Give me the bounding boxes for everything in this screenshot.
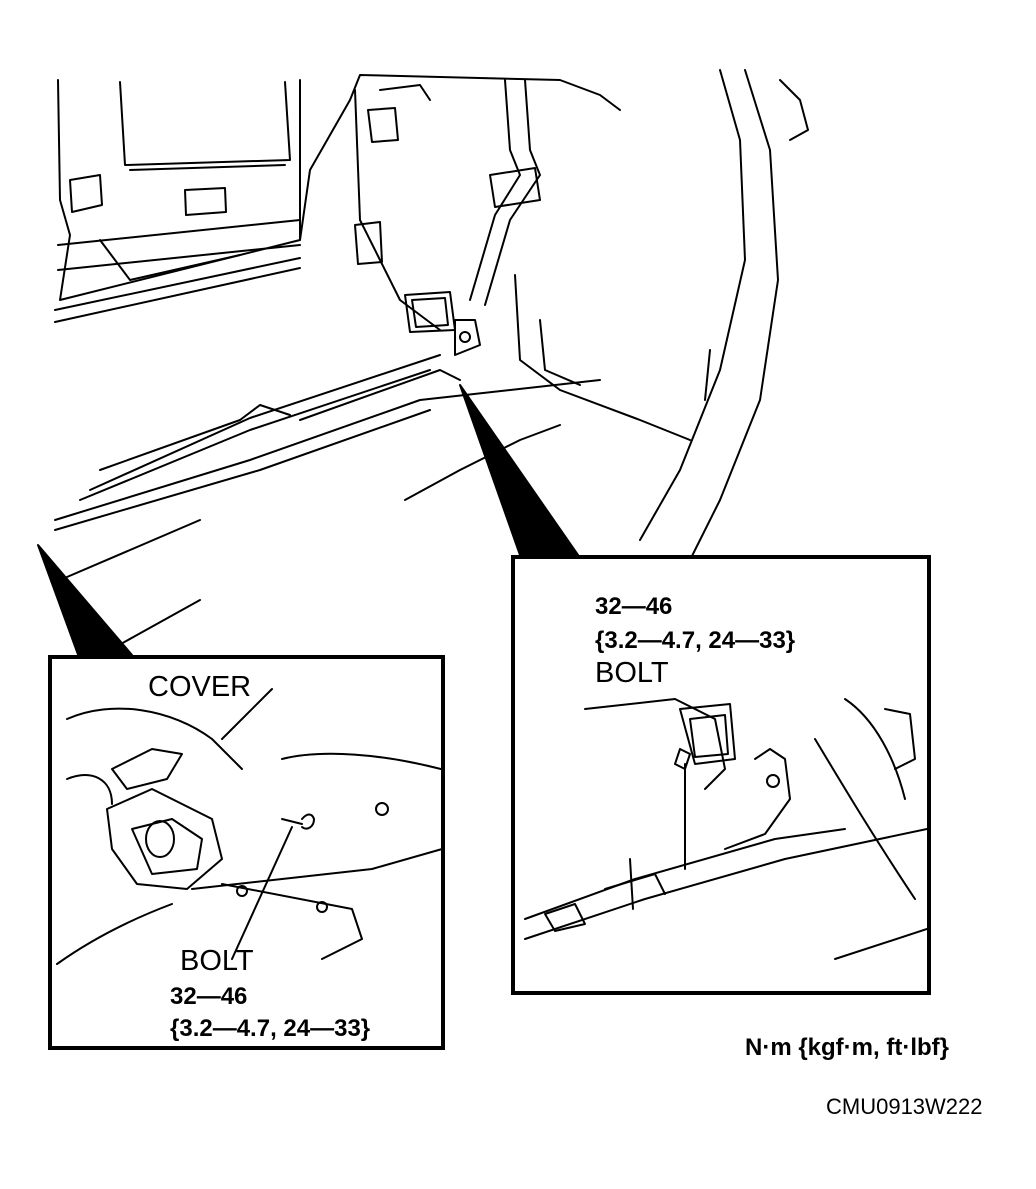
right-detail-drawing (524, 698, 927, 960)
units-note: N·m {kgf·m, ft·lbf} (745, 1034, 949, 1061)
left-torque-nm: 32—46 (170, 983, 248, 1010)
right-torque-nm: 32—46 (595, 593, 673, 620)
right-detail-inset: 32—46 {3.2—4.7, 24—33} BOLT (511, 555, 931, 995)
left-torque-alt: {3.2—4.7, 24—33} (170, 1015, 371, 1042)
left-detail-inset: COVER BOLT 32—46 {3.2—4.7, 24—33} (48, 655, 445, 1050)
figure-code: CMU0913W222 (826, 1094, 983, 1119)
left-detail-drawing (56, 688, 441, 965)
right-bolt-label: BOLT (595, 657, 669, 689)
right-torque-alt: {3.2—4.7, 24—33} (595, 627, 796, 654)
cover-label: COVER (148, 671, 252, 703)
left-bolt-label: BOLT (180, 945, 254, 977)
